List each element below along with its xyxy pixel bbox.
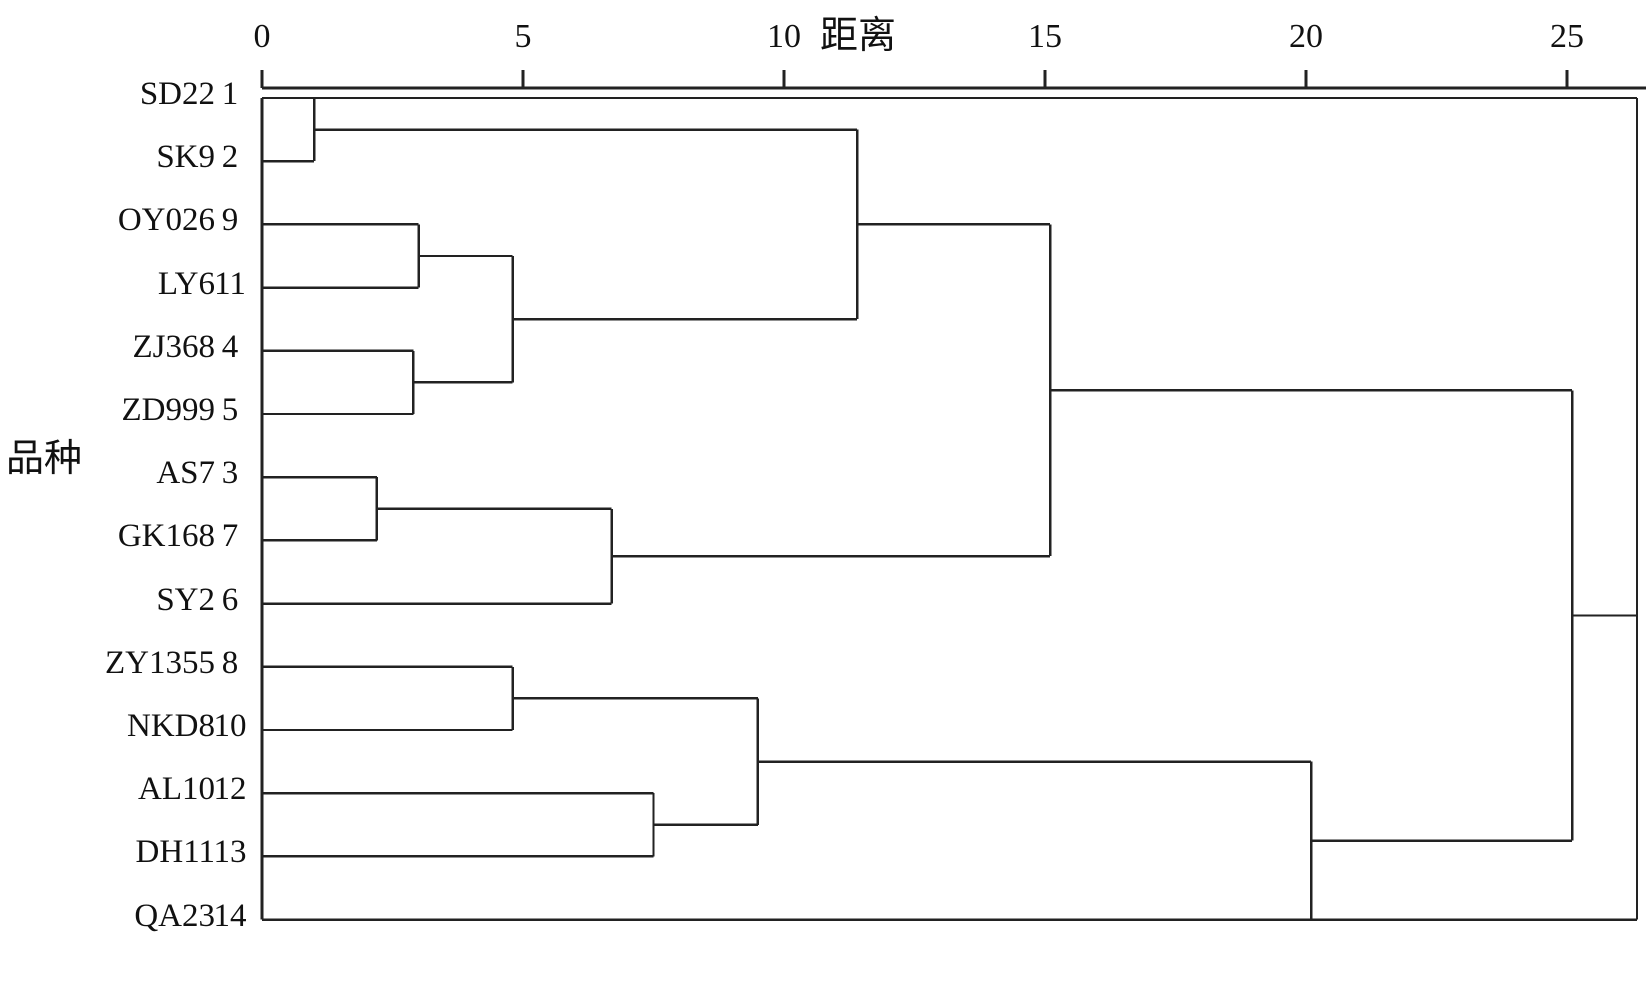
leaf-name-ZD999: ZD999	[121, 392, 216, 428]
x-tick-label-10: 10	[767, 18, 801, 55]
x-axis-title: 距离	[820, 15, 897, 57]
leaf-name-OY026: OY026	[117, 202, 215, 239]
leaf-name-GK168: GK168	[117, 518, 215, 555]
leaf-name-SY2: SY2	[156, 581, 215, 618]
leaf-name-DH11: DH11	[135, 834, 215, 871]
x-tick-label-0: 0	[253, 18, 271, 55]
leaf-number-9: 9	[221, 202, 239, 239]
leaf-name-AS7: AS7	[156, 455, 215, 492]
leaf-name-QA23: QA23	[134, 897, 215, 934]
x-tick-label-15: 15	[1028, 18, 1062, 55]
leaf-number-6: 6	[221, 581, 239, 618]
leaf-number-13: 13	[213, 834, 247, 871]
x-tick-label-20: 20	[1289, 18, 1323, 55]
leaf-name-SD22: SD22	[139, 76, 215, 112]
leaf-number-4: 4	[221, 328, 239, 365]
leaf-number-10: 10	[213, 708, 247, 744]
leaf-name-AL10: AL10	[138, 771, 215, 808]
x-tick-label-25: 25	[1550, 18, 1584, 55]
leaf-number-2: 2	[221, 139, 239, 176]
leaf-name-SK9: SK9	[156, 139, 215, 176]
leaf-number-3: 3	[221, 455, 239, 492]
leaf-number-1: 1	[221, 76, 239, 112]
leaf-number-5: 5	[221, 392, 239, 428]
leaf-name-LY6: LY6	[157, 265, 215, 302]
leaf-number-12: 12	[213, 771, 247, 808]
x-tick-label-5: 5	[514, 18, 532, 55]
leaf-number-14: 14	[213, 897, 247, 934]
leaf-number-7: 7	[221, 518, 239, 555]
leaf-name-ZJ368: ZJ368	[132, 328, 216, 365]
leaf-name-ZY1355: ZY1355	[105, 644, 215, 681]
x-axis	[260, 70, 1646, 90]
leaf-number-8: 8	[221, 644, 239, 681]
dendrogram-tree	[260, 96, 1639, 921]
leaf-number-11: 11	[214, 265, 246, 302]
leaf-name-NKD8: NKD8	[127, 708, 215, 744]
